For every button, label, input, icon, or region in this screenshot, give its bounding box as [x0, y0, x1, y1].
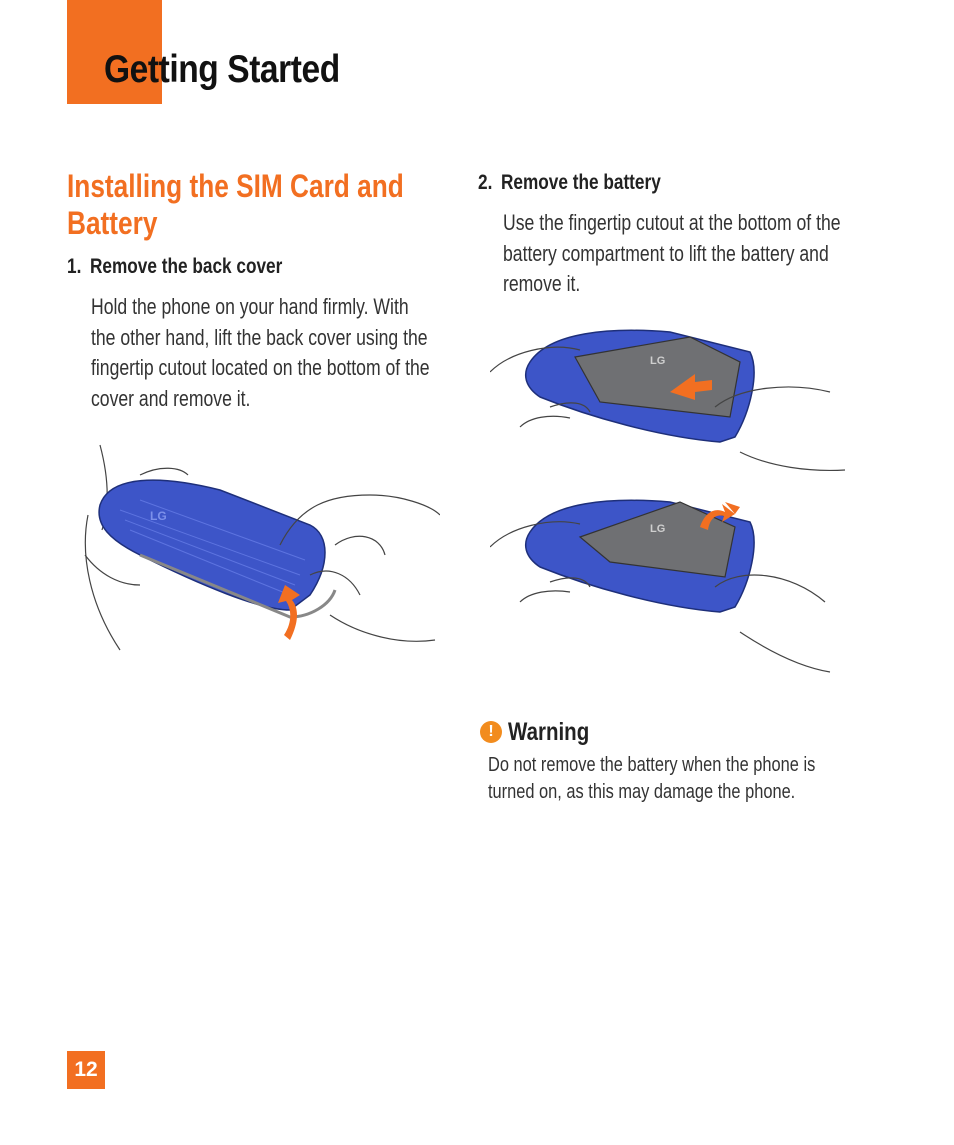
step-1-title: 1. Remove the back cover [67, 255, 282, 279]
cover-texture-lines [119, 499, 306, 594]
remove-battery-illustration-1: LG [490, 329, 846, 471]
cover-brand-logo: LG [150, 509, 167, 523]
exclamation-icon: ! [480, 721, 502, 743]
warning-title: Warning [508, 718, 590, 746]
small-arrow-icon [725, 502, 740, 514]
battery-brand-logo: LG [650, 523, 665, 535]
step-2-title: 2. Remove the battery [478, 171, 661, 195]
step-1-number: 1. [67, 255, 82, 278]
step-1-body: Hold the phone on your hand firmly. With… [91, 294, 430, 411]
lift-arrow-icon [278, 585, 300, 640]
lifted-battery [578, 501, 736, 578]
battery [574, 336, 741, 418]
step-2-body: Use the fingertip cutout at the bottom o… [503, 210, 841, 296]
direction-arrow-icon [670, 374, 712, 400]
page-number: 12 [67, 1051, 105, 1089]
step-2-number: 2. [478, 171, 493, 194]
warning-text: Do not remove the battery when the phone… [488, 754, 816, 803]
step-2-title-text: Remove the battery [500, 171, 661, 194]
page-title: Getting Started [104, 48, 340, 91]
hands-drawing [490, 521, 831, 673]
remove-battery-illustration-2: LG [490, 499, 831, 673]
phone-body-edge [139, 553, 337, 619]
lift-arrow-icon [700, 504, 735, 530]
remove-back-cover-illustration: LG [84, 444, 440, 651]
right-hand-drawing [279, 494, 440, 642]
header-accent-block [67, 0, 162, 104]
left-hand-drawing [84, 444, 189, 651]
section-heading: Installing the SIM Card and Battery [67, 168, 404, 241]
step-1-title-text: Remove the back cover [89, 255, 283, 278]
battery-brand-logo: LG [650, 355, 665, 367]
blue-back-cover [98, 479, 326, 611]
hands-drawing [490, 346, 846, 471]
